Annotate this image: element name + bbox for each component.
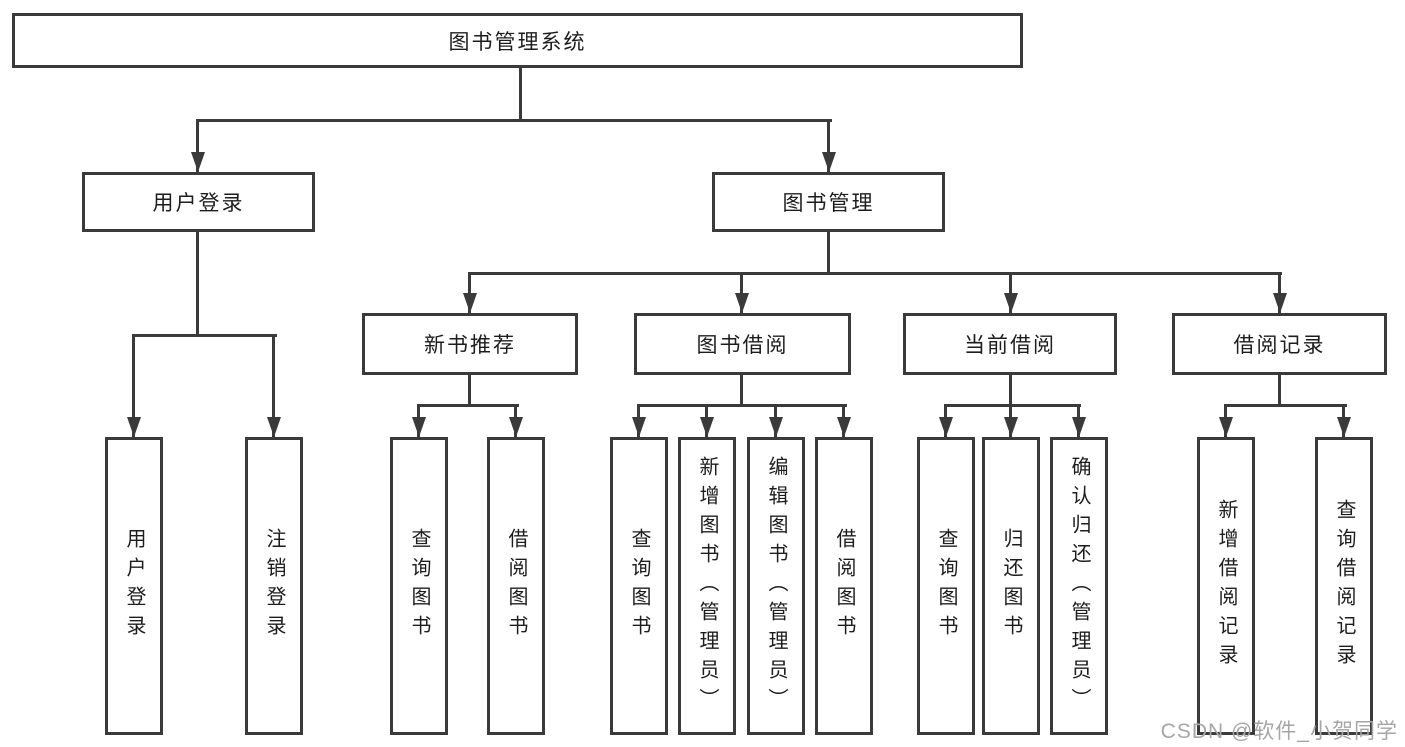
arrowhead-down-icon — [769, 417, 783, 437]
node-book-borrow-label: 图书借阅 — [696, 334, 789, 357]
connector-line — [1009, 272, 1012, 313]
node-new-book-recommend: 新书推荐 — [362, 313, 578, 375]
node-book-management-label: 图书管理 — [782, 192, 875, 215]
node-user-login-label: 用户登录 — [152, 192, 245, 215]
connector-line — [272, 334, 275, 437]
connector-line — [827, 119, 830, 172]
arrowhead-down-icon — [1004, 417, 1018, 437]
node-borrow-records-label: 借阅记录 — [1233, 334, 1326, 357]
arrowhead-down-icon — [735, 293, 749, 313]
node-current-borrow-label: 当前借阅 — [964, 334, 1056, 357]
connector-line — [132, 334, 135, 437]
arrowhead-down-icon — [632, 417, 646, 437]
connector-line — [468, 375, 471, 407]
leaf-query-borrow-record-label: 查询借阅记录 — [1333, 499, 1355, 673]
leaf-return-books: 归还图书 — [982, 437, 1040, 735]
connector-line — [468, 272, 1282, 275]
arrowhead-down-icon — [700, 417, 714, 437]
leaf-query-books-recommend-label: 查询图书 — [408, 528, 430, 644]
connector-line — [740, 272, 743, 313]
leaf-confirm-return-admin-label: 确认归还（管理员） — [1068, 455, 1090, 717]
arrowhead-down-icon — [127, 417, 141, 437]
connector-line — [417, 404, 519, 407]
connector-line — [196, 232, 199, 336]
leaf-user-login: 用户登录 — [105, 437, 163, 735]
leaf-query-borrow-record: 查询借阅记录 — [1315, 437, 1373, 735]
connector-line — [196, 119, 832, 122]
connector-line — [519, 68, 522, 121]
leaf-logout: 注销登录 — [245, 437, 303, 735]
leaf-logout-label: 注销登录 — [263, 528, 285, 644]
leaf-query-books-recommend: 查询图书 — [390, 437, 448, 735]
arrowhead-down-icon — [1219, 417, 1233, 437]
leaf-query-books-current: 查询图书 — [917, 437, 975, 735]
arrowhead-down-icon — [1273, 293, 1287, 313]
leaf-edit-books-admin: 编辑图书（管理员） — [747, 437, 805, 735]
connector-line — [1224, 404, 1347, 407]
arrowhead-down-icon — [412, 417, 426, 437]
arrowhead-down-icon — [191, 152, 205, 172]
connector-line — [196, 119, 199, 172]
leaf-return-books-label: 归还图书 — [1000, 528, 1022, 644]
connector-line — [1009, 375, 1012, 407]
arrowhead-down-icon — [509, 417, 523, 437]
leaf-add-borrow-record-label: 新增借阅记录 — [1215, 499, 1237, 673]
node-book-borrow: 图书借阅 — [634, 313, 851, 375]
leaf-add-borrow-record: 新增借阅记录 — [1197, 437, 1255, 735]
node-current-borrow: 当前借阅 — [903, 313, 1117, 375]
node-root: 图书管理系统 — [12, 13, 1023, 68]
connector-line — [827, 232, 830, 274]
connector-line — [468, 272, 471, 313]
leaf-borrow-books-label: 借阅图书 — [833, 528, 855, 644]
arrowhead-down-icon — [463, 293, 477, 313]
leaf-query-books-borrow-label: 查询图书 — [628, 528, 650, 644]
arrowhead-down-icon — [267, 417, 281, 437]
connector-line — [740, 375, 743, 407]
connector-line — [1278, 375, 1281, 407]
connector-line — [1278, 272, 1281, 313]
arrowhead-down-icon — [1072, 417, 1086, 437]
connector-line — [132, 334, 277, 337]
leaf-borrow-books: 借阅图书 — [815, 437, 873, 735]
leaf-borrow-books-recommend: 借阅图书 — [487, 437, 545, 735]
connector-line — [944, 404, 1081, 407]
arrowhead-down-icon — [939, 417, 953, 437]
leaf-edit-books-admin-label: 编辑图书（管理员） — [765, 455, 787, 717]
node-user-login: 用户登录 — [82, 172, 315, 232]
node-book-management: 图书管理 — [712, 172, 945, 232]
leaf-query-books-borrow: 查询图书 — [610, 437, 668, 735]
leaf-query-books-current-label: 查询图书 — [935, 528, 957, 644]
leaf-add-books-admin: 新增图书（管理员） — [678, 437, 736, 735]
node-new-book-recommend-label: 新书推荐 — [424, 334, 516, 357]
leaf-borrow-books-recommend-label: 借阅图书 — [505, 528, 527, 644]
node-borrow-records: 借阅记录 — [1172, 313, 1387, 375]
arrowhead-down-icon — [822, 152, 836, 172]
arrowhead-down-icon — [1337, 417, 1351, 437]
arrowhead-down-icon — [837, 417, 851, 437]
leaf-user-login-label: 用户登录 — [123, 528, 145, 644]
arrowhead-down-icon — [1004, 293, 1018, 313]
leaf-confirm-return-admin: 确认归还（管理员） — [1050, 437, 1108, 735]
leaf-add-books-admin-label: 新增图书（管理员） — [696, 455, 718, 717]
connector-line — [637, 404, 847, 407]
node-root-label: 图书管理系统 — [448, 30, 587, 54]
csdn-watermark: CSDN @软件_小贺同学 — [1160, 720, 1398, 743]
